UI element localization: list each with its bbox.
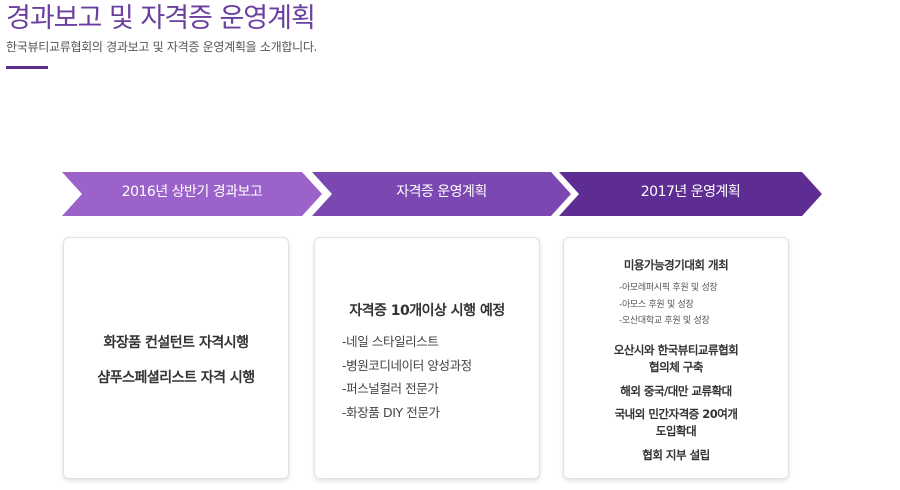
card-heading: 국내외 민간자격증 20여개 bbox=[614, 407, 738, 421]
card-line: 화장품 컨설턴트 자격시행 bbox=[103, 335, 249, 351]
card-certification-plan: 자격증 10개이상 시행 예정 -네일 스타일리스트 -병원코디네이터 양성과정… bbox=[314, 237, 540, 479]
step-label-2016-report: 2016년 상반기 경과보고 bbox=[121, 184, 263, 200]
list-item: -아모레퍼시픽 후원 및 성장 bbox=[619, 283, 718, 293]
card-title: 자격증 10개이상 시행 예정 bbox=[349, 303, 505, 319]
card-heading: 오산시와 한국뷰티교류협회 bbox=[613, 343, 739, 357]
step-arrow-3 bbox=[559, 172, 822, 216]
sponsor-list: -아모레퍼시픽 후원 및 성장 -아모스 후원 및 성장 -오산대학교 후원 및… bbox=[619, 280, 718, 330]
step-arrow-2 bbox=[312, 172, 571, 216]
page-subtitle: 한국뷰티교류협회의 경과보고 및 자격증 운영계획을 소개합니다. bbox=[6, 40, 318, 54]
card-heading: 해외 중국/대만 교류확대 bbox=[620, 384, 732, 398]
card-2016-report: 화장품 컨설턴트 자격시행 샴푸스페셜리스트 자격 시행 bbox=[63, 237, 289, 479]
card-line: 샴푸스페셜리스트 자격 시행 bbox=[97, 370, 255, 386]
list-item: -네일 스타일리스트 bbox=[342, 334, 439, 349]
card-heading: 협의체 구축 bbox=[649, 360, 703, 374]
card-2017-plan: 미용가능경기대회 개최 -아모레퍼시픽 후원 및 성장 -아모스 후원 및 성장… bbox=[563, 237, 789, 479]
card-heading: 협회 지부 설립 bbox=[642, 448, 710, 462]
certification-list: -네일 스타일리스트 -병원코디네이터 양성과정 -퍼스널컬러 전문가 -화장품… bbox=[342, 330, 472, 424]
step-label-2017-plan: 2017년 운영계획 bbox=[640, 184, 741, 200]
step-arrow-1 bbox=[62, 172, 322, 216]
list-item: -아모스 후원 및 성장 bbox=[619, 299, 694, 310]
step-label-certification-plan: 자격증 운영계획 bbox=[396, 184, 487, 200]
page-title: 경과보고 및 자격증 운영계획 bbox=[6, 3, 316, 34]
title-underline bbox=[6, 66, 48, 69]
step-banner bbox=[62, 172, 822, 216]
list-item: -오산대학교 후원 및 성장 bbox=[619, 316, 710, 326]
list-item: -퍼스널컬러 전문가 bbox=[342, 381, 439, 396]
card-heading: 미용가능경기대회 개최 bbox=[623, 258, 729, 272]
list-item: -화장품 DIY 전문가 bbox=[342, 404, 440, 420]
list-item: -병원코디네이터 양성과정 bbox=[342, 357, 472, 373]
card-heading: 도입확대 bbox=[655, 424, 697, 438]
